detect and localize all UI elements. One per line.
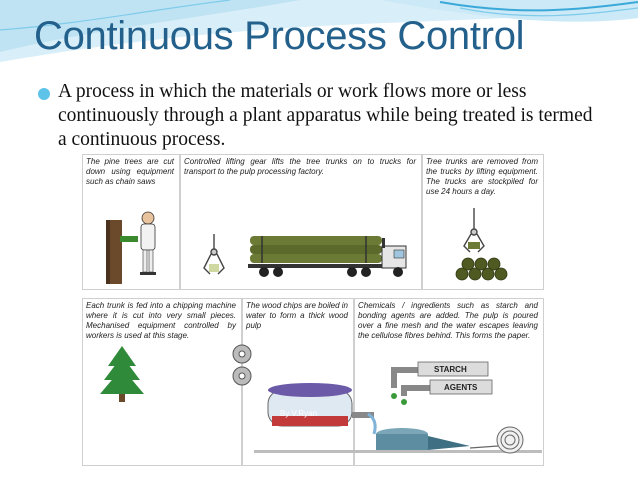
caption-chipping: Each trunk is fed into a chipping machin… (86, 301, 236, 340)
caption-pulp: The wood chips are boiled in water to fo… (246, 301, 348, 330)
paper-process-figure: The pine trees are cut down using equipm… (74, 154, 544, 466)
ground-line (254, 450, 542, 453)
caption-lifting: Controlled lifting gear lifts the tree t… (184, 157, 416, 176)
starch-label: STARCH (434, 365, 467, 374)
boiling-tank-icon: By V.Ryan (267, 383, 377, 435)
bullet-icon (38, 88, 50, 100)
caption-stockpile: Tree trunks are removed from the trucks … (426, 157, 538, 196)
gear-icon (232, 344, 252, 386)
stockpile-claw-icon (463, 208, 485, 253)
credit-label: By V.Ryan (280, 409, 317, 418)
header-swoosh-decoration (0, 0, 638, 62)
caption-trees: The pine trees are cut down using equipm… (86, 157, 174, 186)
agents-label: AGENTS (444, 383, 478, 392)
paper-roll-icon (469, 426, 524, 454)
caption-chemicals: Chemicals / ingredients such as starch a… (358, 301, 538, 340)
log-stack-icon (455, 257, 508, 281)
grab-claw-icon (203, 234, 225, 275)
pipe-drip-icon (391, 393, 407, 405)
slide-title: Continuous Process Control (34, 14, 525, 58)
panel-pulp (242, 298, 354, 466)
panel-trees (82, 154, 180, 290)
mesh-vat-icon (376, 428, 470, 450)
bottom-row-illustration: By V.Ryan STARCH AGENTS (100, 344, 542, 454)
bullet-text: A process in which the materials or work… (58, 81, 593, 150)
pine-tree-icon (100, 346, 144, 402)
starch-agents-pipes-icon (391, 367, 434, 396)
logging-truck-icon (248, 236, 407, 277)
lumberjack-icon (106, 211, 156, 284)
top-row-illustration (106, 208, 508, 284)
bullet-list: A process in which the materials or work… (38, 80, 598, 152)
